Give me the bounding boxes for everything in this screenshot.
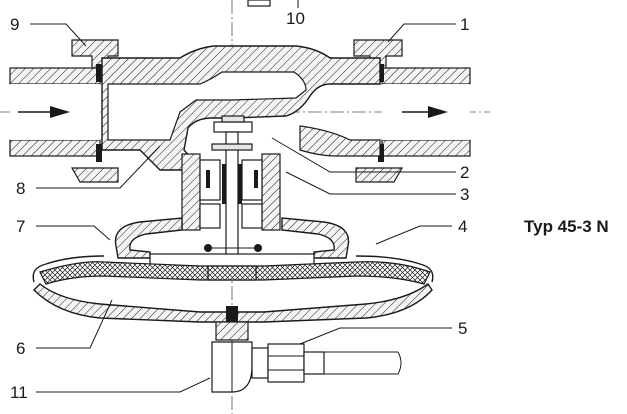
- model-label: Typ 45-3 N: [524, 217, 609, 236]
- callout-2: 2: [460, 163, 469, 182]
- valve-body-flow-channel: [107, 71, 307, 141]
- callout-5: 5: [458, 319, 467, 338]
- valve-stem: [225, 131, 239, 267]
- stem-collar: [211, 143, 253, 151]
- diaphragm-center-boss: [207, 265, 257, 281]
- outlet-pipe: [381, 67, 471, 157]
- flow-arrow-inlet: [18, 106, 70, 118]
- valve-body: [101, 45, 381, 171]
- compression-fitting: [251, 343, 325, 383]
- callout-7: 7: [16, 217, 25, 236]
- valve-body-outlet-wall: [299, 125, 381, 157]
- valve-plug: [213, 121, 253, 133]
- callout-10: 10: [286, 9, 305, 28]
- callout-6: 6: [16, 339, 25, 358]
- callout-11: 11: [10, 383, 28, 402]
- spring-housing: [181, 153, 281, 231]
- callout-9: 9: [10, 15, 19, 34]
- control-connection-boss: [215, 321, 249, 341]
- control-connection-thread: [226, 306, 238, 322]
- control-line-pipe: [324, 351, 402, 375]
- top-cap-part: [247, 0, 271, 7]
- callout-8: 8: [16, 179, 25, 198]
- valve-plug-top: [221, 115, 245, 123]
- callout-4: 4: [458, 217, 467, 236]
- actuator-upper-cover: [114, 217, 183, 259]
- actuator-upper-cover-right: [281, 217, 350, 259]
- leader-lines: [30, 0, 456, 393]
- flow-arrow-outlet: [402, 106, 448, 118]
- actuator-housing-flange: [32, 255, 434, 283]
- callout-1: 1: [460, 15, 469, 34]
- sealing-rings: [96, 64, 384, 162]
- actuator-lower-housing: [33, 283, 433, 323]
- callout-3: 3: [460, 185, 469, 204]
